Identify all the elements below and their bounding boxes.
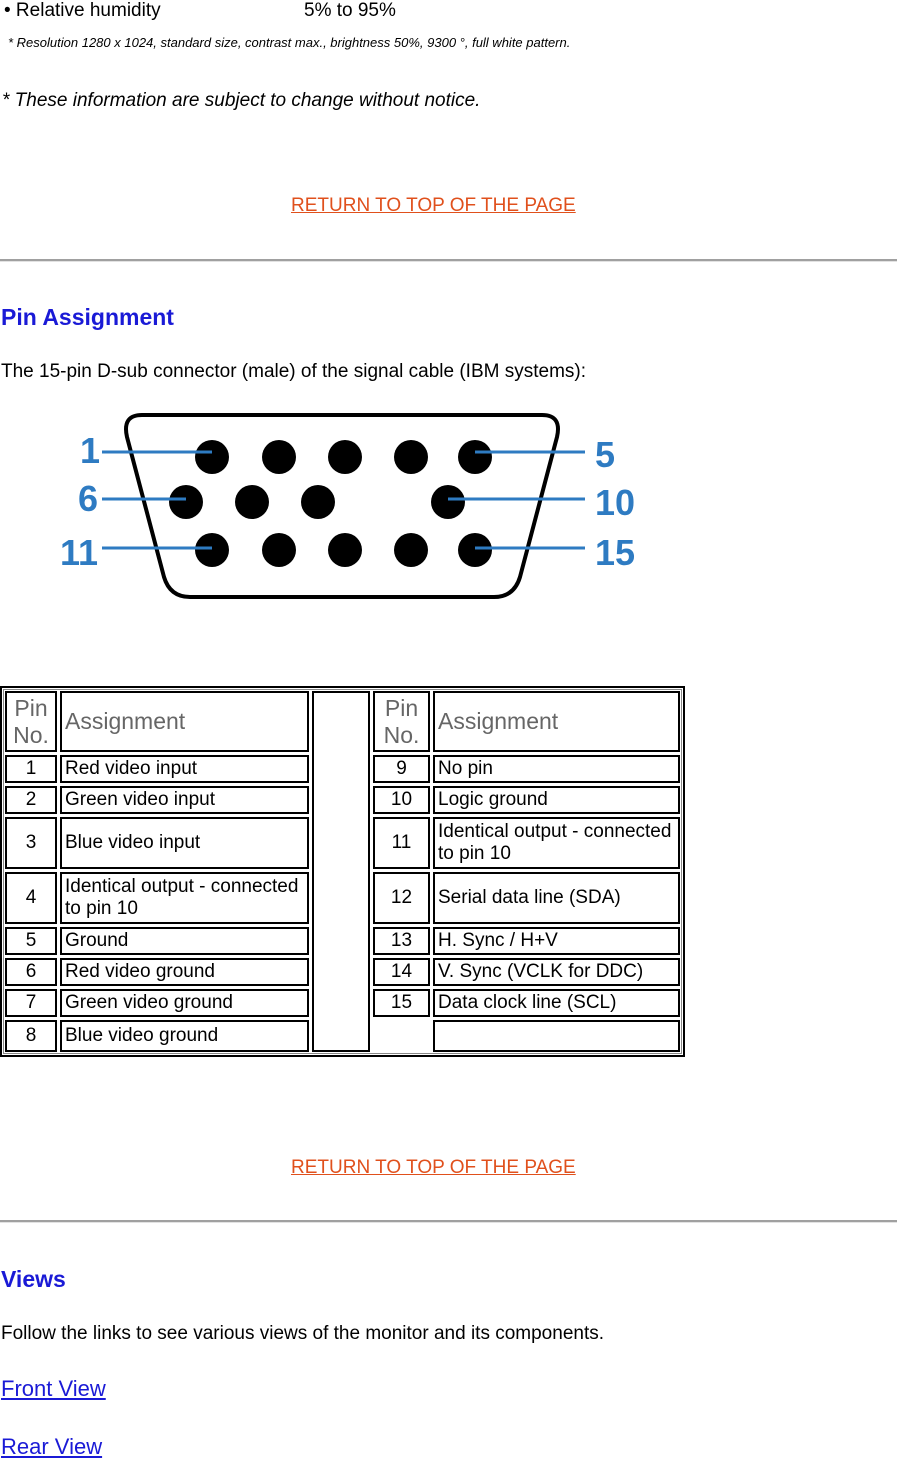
pin-11-label: 11	[60, 532, 98, 573]
pin-number: 13	[373, 927, 430, 955]
pin-assignment: No pin	[433, 755, 680, 783]
spacer-column	[312, 691, 370, 1052]
pin-assignment-title: Pin Assignment	[1, 304, 174, 330]
pin-assignment: Red video input	[60, 755, 309, 783]
pin-assignment: H. Sync / H+V	[433, 927, 680, 955]
pin-number: 2	[5, 786, 57, 814]
pin-number: 4	[5, 872, 57, 924]
pin-number-empty	[373, 1020, 430, 1052]
views-title: Views	[1, 1266, 66, 1292]
pin-3-dot	[328, 440, 362, 474]
pin-7-dot	[235, 485, 269, 519]
pin-number: 10	[373, 786, 430, 814]
table-row: 4 Identical output - connected to pin 10…	[5, 872, 680, 924]
table-header-row: Pin No. Assignment Pin No. Assignment	[5, 691, 680, 1052]
header-assignment-right: Assignment	[433, 691, 680, 752]
pin-5-label: 5	[595, 434, 615, 475]
pin-assignment-table: Pin No. Assignment Pin No. Assignment 1 …	[0, 686, 685, 1057]
pin-assignment: Red video ground	[60, 958, 309, 986]
pin-assignment: Blue video input	[60, 817, 309, 869]
pin-assignment-empty	[433, 1020, 680, 1052]
pin-number: 12	[373, 872, 430, 924]
table-row: 8 Blue video ground	[5, 1020, 680, 1052]
pin-4-dot	[394, 440, 428, 474]
table-row: 1 Red video input 9 No pin	[5, 755, 680, 783]
pin-5-dot	[458, 440, 492, 474]
pin-6-dot	[169, 485, 203, 519]
pin-assignment-intro: The 15-pin D-sub connector (male) of the…	[1, 361, 587, 382]
pin-number: 15	[373, 989, 430, 1017]
table-row: 6 Red video ground 14 V. Sync (VCLK for …	[5, 958, 680, 986]
pin-assignment: Blue video ground	[60, 1020, 309, 1052]
dsub-connector-diagram: 1 6 11 5 10 15	[60, 413, 635, 599]
pin-10-dot	[431, 485, 465, 519]
pin-number: 6	[5, 958, 57, 986]
pin-number: 3	[5, 817, 57, 869]
pin-13-dot	[328, 533, 362, 567]
pin-8-dot	[301, 485, 335, 519]
pin-assignment: Ground	[60, 927, 309, 955]
divider	[0, 1220, 897, 1223]
table-row: 5 Ground 13 H. Sync / H+V	[5, 927, 680, 955]
pin-10-label: 10	[595, 482, 635, 523]
header-pin-right: Pin No.	[373, 691, 430, 752]
humidity-label: • Relative humidity	[4, 0, 161, 21]
pin-15-dot	[458, 533, 492, 567]
table-row: 7 Green video ground 15 Data clock line …	[5, 989, 680, 1017]
change-notice: * These information are subject to chang…	[2, 90, 481, 111]
header-pin-left: Pin No.	[5, 691, 57, 752]
pin-12-dot	[262, 533, 296, 567]
rear-view-link[interactable]: Rear View	[1, 1434, 103, 1459]
table-row: 2 Green video input 10 Logic ground	[5, 786, 680, 814]
pin-assignment: Serial data line (SDA)	[433, 872, 680, 924]
pin-2-dot	[262, 440, 296, 474]
return-to-top-link[interactable]: RETURN TO TOP OF THE PAGE	[291, 1157, 576, 1178]
pin-1-label: 1	[80, 430, 100, 471]
return-to-top-link[interactable]: RETURN TO TOP OF THE PAGE	[291, 195, 576, 216]
humidity-value: 5% to 95%	[304, 0, 396, 21]
pin-number: 14	[373, 958, 430, 986]
pin-number: 8	[5, 1020, 57, 1052]
pin-assignment: V. Sync (VCLK for DDC)	[433, 958, 680, 986]
views-intro: Follow the links to see various views of…	[1, 1323, 605, 1344]
pin-6-label: 6	[78, 478, 98, 519]
pin-assignment: Green video ground	[60, 989, 309, 1017]
pin-assignment: Logic ground	[433, 786, 680, 814]
pin-number: 5	[5, 927, 57, 955]
pin-1-dot	[195, 440, 229, 474]
pin-assignment: Identical output - connected to pin 10	[433, 817, 680, 869]
front-view-link[interactable]: Front View	[1, 1376, 106, 1401]
table-row: 3 Blue video input 11 Identical output -…	[5, 817, 680, 869]
pin-number: 11	[373, 817, 430, 869]
resolution-note: * Resolution 1280 x 1024, standard size,…	[8, 35, 571, 50]
connector-shell	[124, 413, 560, 599]
header-assignment-left: Assignment	[60, 691, 309, 752]
pin-15-label: 15	[595, 532, 635, 573]
pin-assignment: Green video input	[60, 786, 309, 814]
divider	[0, 259, 897, 262]
pin-number: 1	[5, 755, 57, 783]
pin-number: 7	[5, 989, 57, 1017]
pin-assignment: Data clock line (SCL)	[433, 989, 680, 1017]
pin-number: 9	[373, 755, 430, 783]
pin-assignment: Identical output - connected to pin 10	[60, 872, 309, 924]
pin-14-dot	[394, 533, 428, 567]
pin-11-dot	[195, 533, 229, 567]
